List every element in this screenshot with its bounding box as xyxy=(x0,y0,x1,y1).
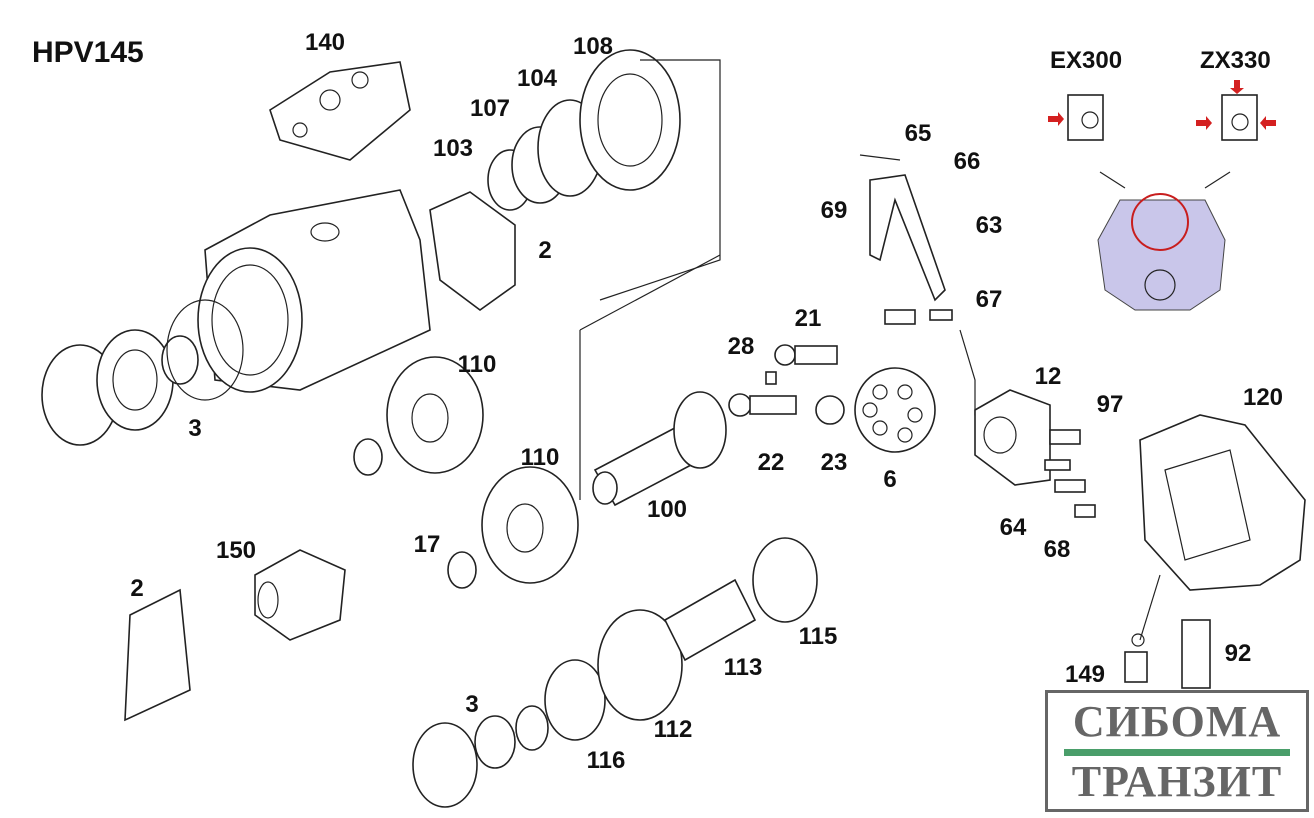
gear-110-upper xyxy=(386,356,484,474)
part-label-150: 150 xyxy=(216,537,256,564)
part-label-120: 120 xyxy=(1243,384,1283,411)
relief-valve-92 xyxy=(1124,619,1211,689)
part-label-107: 107 xyxy=(470,95,510,122)
logo-bar xyxy=(1064,749,1290,756)
part-label-12: 12 xyxy=(1035,363,1062,390)
arrow-icon xyxy=(1260,116,1276,130)
part-label-100: 100 xyxy=(647,496,687,523)
pump-housing xyxy=(197,189,431,393)
highlight-circle xyxy=(1131,193,1189,251)
variant-label-zx330: ZX330 xyxy=(1200,47,1271,74)
part-label-110: 110 xyxy=(521,444,560,471)
part-label-2: 2 xyxy=(538,237,551,264)
part-label-17: 17 xyxy=(414,531,441,558)
part-label-110: 110 xyxy=(458,351,497,378)
model-title: HPV145 xyxy=(32,36,144,69)
swash-lever-63 xyxy=(859,154,953,325)
part-label-115: 115 xyxy=(799,623,838,650)
gear-110-lower xyxy=(481,466,579,584)
rear-housing-120 xyxy=(1139,414,1306,591)
part-label-104: 104 xyxy=(517,65,558,92)
variant-label-ex300: EX300 xyxy=(1050,47,1122,74)
arrow-icon xyxy=(1048,112,1064,126)
seal-kit-bag-2 xyxy=(124,588,191,722)
part-label-66: 66 xyxy=(954,148,981,175)
drive-shaft-100 xyxy=(592,391,727,507)
part-label-28: 28 xyxy=(728,333,755,360)
logo-line2: ТРАНЗИТ xyxy=(1071,757,1283,806)
arrow-icon xyxy=(1230,80,1244,94)
regulator-140 xyxy=(269,61,411,161)
part-label-23: 23 xyxy=(821,449,848,476)
part-label-92: 92 xyxy=(1225,640,1252,667)
bearing-stack xyxy=(487,49,681,211)
part-label-2: 2 xyxy=(130,575,143,602)
gear-pump-150 xyxy=(254,549,346,641)
snap-ring-17 xyxy=(447,551,477,589)
part-label-64: 64 xyxy=(1000,514,1027,541)
part-label-116: 116 xyxy=(587,747,626,774)
part-label-69: 69 xyxy=(821,197,848,224)
part-label-67: 67 xyxy=(976,286,1003,313)
variant-inset: EX300 ZX330 xyxy=(1048,47,1276,311)
part-label-21: 21 xyxy=(795,305,822,332)
part-label-3: 3 xyxy=(188,415,201,442)
logo-line1: СИБОМА xyxy=(1072,697,1282,746)
part-label-103: 103 xyxy=(433,135,473,162)
watermark-logo: СИБОМА ТРАНЗИТ xyxy=(1045,690,1309,812)
gasket-2 xyxy=(429,191,516,311)
part-label-68: 68 xyxy=(1044,536,1071,563)
part-label-149: 149 xyxy=(1065,661,1105,688)
part-label-22: 22 xyxy=(758,449,785,476)
part-label-140: 140 xyxy=(305,29,345,56)
part-label-112: 112 xyxy=(654,716,693,743)
part-label-113: 113 xyxy=(724,654,763,681)
part-label-65: 65 xyxy=(905,120,932,147)
pistons xyxy=(728,344,936,453)
seal-kit-3 xyxy=(41,299,244,446)
part-label-6: 6 xyxy=(883,466,896,493)
lower-gear-train xyxy=(412,537,818,808)
part-label-108: 108 xyxy=(573,33,613,60)
part-label-97: 97 xyxy=(1097,391,1124,418)
valve-plate-12 xyxy=(974,389,1096,518)
part-label-63: 63 xyxy=(976,212,1003,239)
arrow-icon xyxy=(1196,116,1212,130)
snap-ring xyxy=(353,438,383,476)
part-label-3: 3 xyxy=(465,691,478,718)
